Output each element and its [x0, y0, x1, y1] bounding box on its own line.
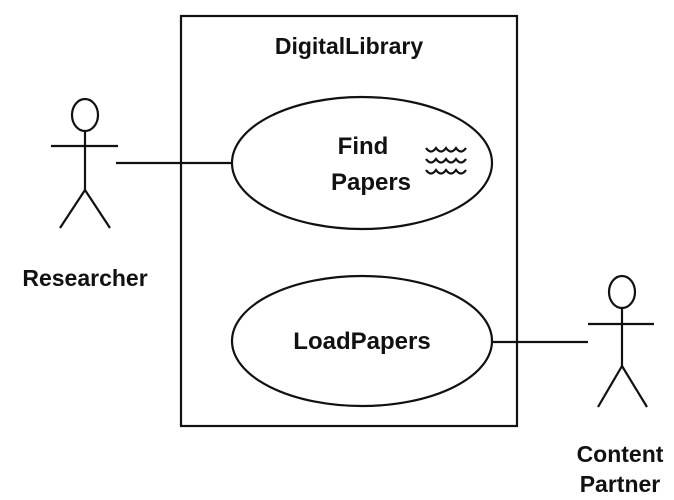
actor-content-partner-label-line1: Content: [577, 441, 664, 467]
system-boundary-box: [179, 14, 519, 428]
use-case-find-papers-ellipse: [230, 95, 494, 231]
system-boundary: DigitalLibrary: [179, 14, 519, 428]
actor-researcher-label: Researcher: [22, 265, 147, 291]
stick-figure-icon: [51, 97, 118, 229]
wave-icon: [425, 146, 467, 175]
stick-figure-icon: [588, 274, 654, 408]
actor-content-partner-label-line2: Partner: [580, 471, 661, 497]
use-case-load-papers-label: LoadPapers: [293, 328, 430, 355]
system-boundary-title: DigitalLibrary: [275, 33, 423, 59]
use-case-load-papers-ellipse: [230, 274, 494, 408]
actor-content-partner[interactable]: Content Partner: [577, 274, 664, 497]
use-case-find-papers[interactable]: Find Papers: [230, 95, 494, 231]
use-case-find-papers-label-line1: Find: [338, 133, 389, 160]
associations: [116, 161, 588, 344]
use-case-load-papers[interactable]: LoadPapers: [230, 274, 494, 408]
actor-researcher[interactable]: Researcher: [22, 97, 148, 291]
use-case-find-papers-label-line2: Papers: [331, 169, 411, 196]
